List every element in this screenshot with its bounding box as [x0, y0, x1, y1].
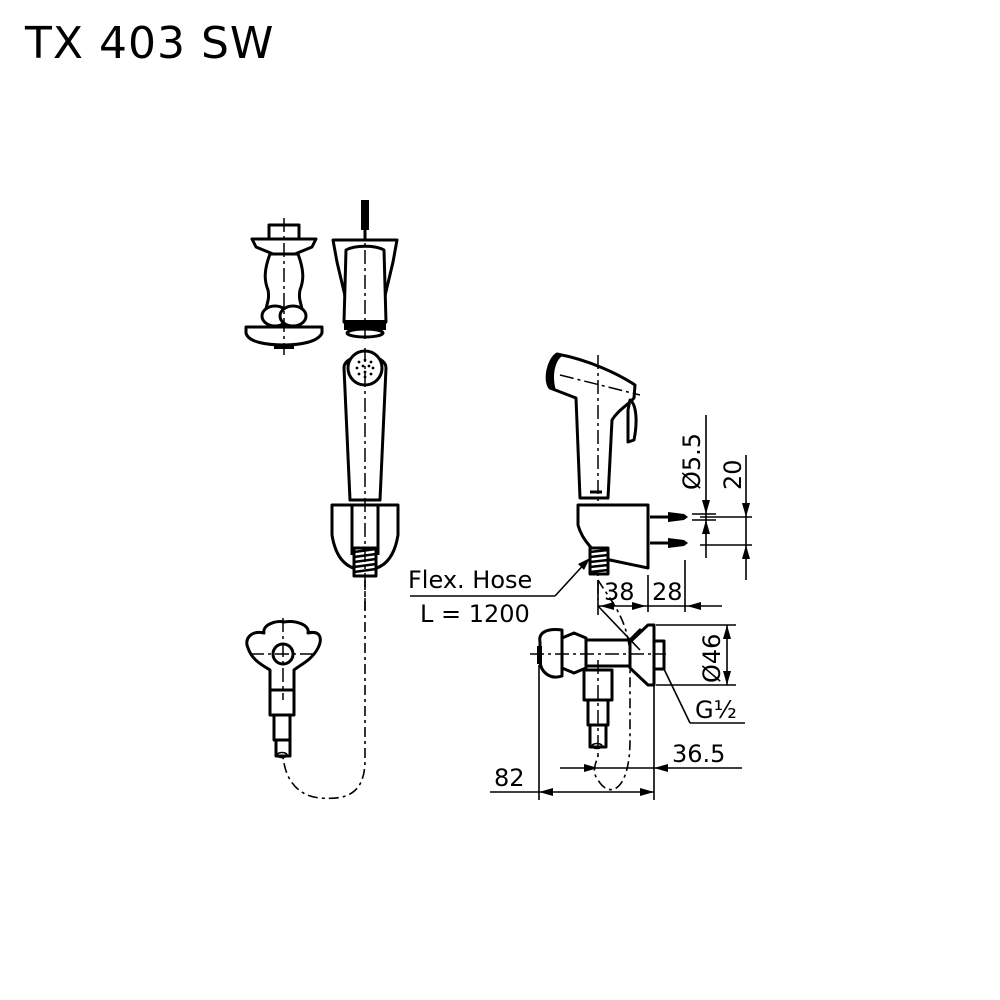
wall-bracket-front-view [244, 218, 324, 355]
wall-screw-icon [650, 512, 688, 548]
dim-valve-offset: 36.5 [672, 740, 725, 768]
stop-valve-side-view [530, 623, 666, 760]
dim-flange-diameter: Ø46 [698, 634, 726, 683]
flexible-hose [282, 580, 366, 800]
dim-holder-depth-2: 28 [652, 578, 683, 606]
hand-spray-front-view [330, 348, 400, 610]
dim-screw-spacing: 20 [719, 459, 747, 490]
dim-holder-depth-1: 38 [604, 578, 635, 606]
hand-spray-holder-top [331, 200, 399, 340]
dim-valve-depth: 82 [494, 764, 525, 792]
wall-holder-side-view [576, 503, 688, 576]
dimension-lines [410, 415, 752, 800]
dim-screw-diameter: Ø5.5 [678, 433, 706, 490]
hose-label: Flex. Hose [408, 566, 532, 594]
page-title: TX 403 SW [25, 18, 275, 69]
thread-label: G½ [695, 696, 737, 724]
hose-length-label: L = 1200 [420, 600, 530, 628]
stop-valve-front-view [245, 618, 322, 759]
